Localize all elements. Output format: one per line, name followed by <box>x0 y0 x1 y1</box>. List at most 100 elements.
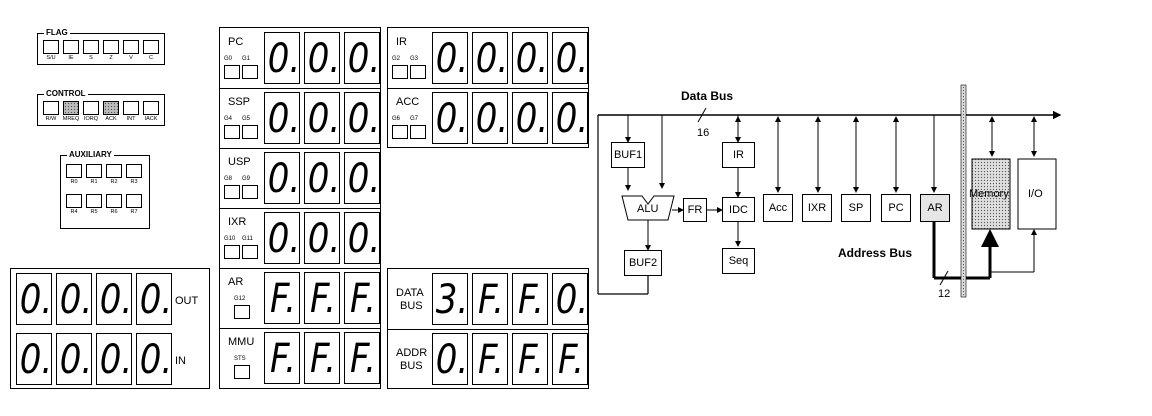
led-label: R0 <box>70 179 78 185</box>
row-divider <box>388 329 588 330</box>
digit-value: F. <box>309 276 336 322</box>
bus-name-line2: BUS <box>400 300 423 312</box>
led-auxiliary-r7 <box>126 194 142 208</box>
led-label: IACK <box>144 116 158 122</box>
buf2-block: BUF2 <box>624 250 662 276</box>
digit-value: 0. <box>139 277 173 323</box>
led-label: R2 <box>110 179 118 185</box>
row-divider <box>388 88 588 89</box>
digit-value: 0. <box>307 156 341 202</box>
led-label: R3 <box>130 179 138 185</box>
gate-label: G3 <box>410 56 419 62</box>
gate-box <box>234 305 250 319</box>
digit-value: 0. <box>347 96 381 142</box>
register-name: ACC <box>396 96 420 108</box>
digit-value: 0. <box>267 96 301 142</box>
led-label: R5 <box>90 209 98 215</box>
led-label: R1 <box>90 179 98 185</box>
digit-value: F. <box>269 276 296 322</box>
led-label: R6 <box>110 209 118 215</box>
register-digit-cell: 0. <box>264 152 300 204</box>
gate-box <box>234 365 250 379</box>
led-label: IE <box>68 55 74 61</box>
led-auxiliary-r6 <box>106 194 122 208</box>
digit-value: F. <box>309 336 336 382</box>
gate-label: G5 <box>242 116 251 122</box>
register-name: AR <box>228 276 244 288</box>
led-control-iorq <box>83 101 99 115</box>
led-control-int <box>123 101 139 115</box>
gate-box <box>392 125 408 139</box>
led-auxiliary-r1 <box>86 164 102 178</box>
led-auxiliary-r4 <box>66 194 82 208</box>
row-divider <box>220 148 380 149</box>
bus-name-line1: ADDR <box>396 347 428 359</box>
io-digit-cell: 0. <box>96 273 132 325</box>
digit-value: 0. <box>267 216 301 262</box>
register-digit-cell: 0. <box>344 32 380 84</box>
register-name: MMU <box>228 336 255 348</box>
bus-name-line2: BUS <box>400 360 423 372</box>
led-label: C <box>149 55 153 61</box>
register-name: IR <box>396 36 407 48</box>
cpu-block-diagram <box>597 84 1062 298</box>
address-bus-width: 12 <box>938 288 951 300</box>
register-digit-cell: 0. <box>552 92 588 144</box>
row-divider <box>220 268 380 269</box>
digit-value: 0. <box>435 337 469 383</box>
register-digit-cell: 0. <box>344 92 380 144</box>
acc-block: Acc <box>763 194 793 222</box>
led-label: S <box>89 55 93 61</box>
gate-box <box>410 65 426 79</box>
bus-digit-cell: F. <box>472 273 508 325</box>
gate-label: G11 <box>242 236 253 242</box>
led-auxiliary-r5 <box>86 194 102 208</box>
digit-value: F. <box>349 276 376 322</box>
io-label: I/O <box>1028 188 1043 200</box>
gate-label: G2 <box>392 56 401 62</box>
ir-block: IR <box>722 142 755 168</box>
digit-value: 0. <box>99 337 133 383</box>
register-digit-cell: 0. <box>264 212 300 264</box>
led-flag-ie <box>63 40 79 54</box>
seq-block: Seq <box>722 248 755 274</box>
led-label: R7 <box>130 209 138 215</box>
digit-value: 0. <box>475 36 509 82</box>
register-digit-cell: F. <box>304 332 340 384</box>
io-digit-cell: 0. <box>96 333 132 385</box>
register-digit-cell: F. <box>264 272 300 324</box>
ixr-block: IXR <box>802 194 832 222</box>
ar-block: AR <box>920 194 950 222</box>
gate-label: G1 <box>242 56 251 62</box>
memory-label: Memory <box>969 188 1009 200</box>
register-digit-cell: 0. <box>552 32 588 84</box>
register-digit-cell: 0. <box>304 212 340 264</box>
register-digit-cell: 0. <box>304 152 340 204</box>
digit-value: 0. <box>555 96 589 142</box>
led-label: MREQ <box>62 116 80 122</box>
led-flag-v <box>123 40 139 54</box>
led-flag-c <box>143 40 159 54</box>
digit-value: 3. <box>435 277 469 323</box>
pc-block: PC <box>881 194 911 222</box>
led-flag-s <box>83 40 99 54</box>
register-name: SSP <box>228 96 251 108</box>
bus-digit-cell: F. <box>512 273 548 325</box>
digit-value: F. <box>557 337 584 383</box>
idc-block: IDC <box>722 197 755 222</box>
digit-value: 0. <box>555 36 589 82</box>
gate-label: G7 <box>410 116 419 122</box>
digit-value: F. <box>349 336 376 382</box>
register-digit-cell: 0. <box>304 92 340 144</box>
digit-value: 0. <box>347 216 381 262</box>
gate-box <box>242 245 258 259</box>
gate-box <box>410 125 426 139</box>
sp-block: SP <box>841 194 871 222</box>
led-label: ACK <box>105 116 117 122</box>
digit-value: 0. <box>515 36 549 82</box>
led-auxiliary-r3 <box>126 164 142 178</box>
